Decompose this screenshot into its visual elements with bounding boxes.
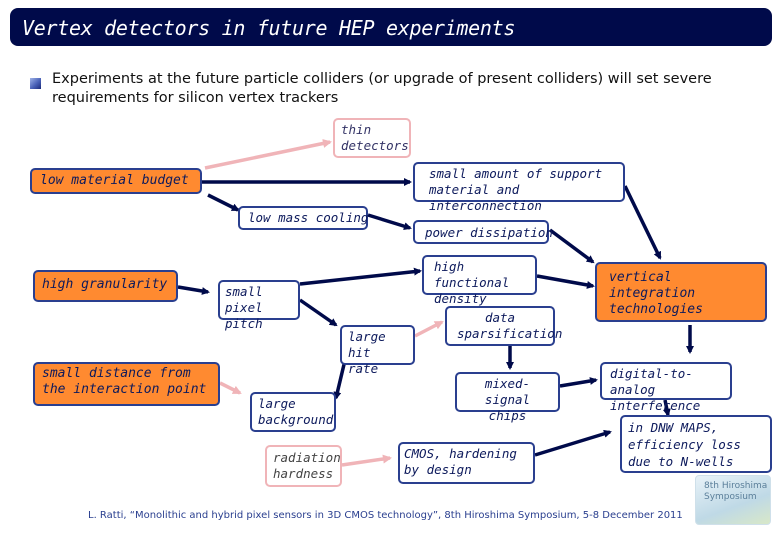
node-large-hit-rate-label: large hit rate	[348, 329, 386, 376]
footer-citation: L. Ratti, “Monolithic and hybrid pixel s…	[88, 510, 683, 521]
node-dnw-maps: in DNW MAPS, efficiency loss due to N-we…	[620, 415, 772, 473]
arrow-d2a-to-dnw	[662, 399, 671, 417]
arrow-lowmat-to-cooling	[207, 193, 240, 212]
node-data-sparsification: data sparsification	[445, 306, 562, 346]
node-mixed-signal-chips-label: mixed-signal chips	[484, 376, 531, 423]
arrow-functional-to-vertical	[536, 274, 595, 289]
symposium-logo: 8th Hiroshima Symposium	[695, 475, 771, 525]
node-mixed-signal-chips: mixed-signal chips	[455, 372, 560, 423]
node-small-amount-support-label: small amount of support material and int…	[429, 166, 603, 213]
node-radiation-hardness: radiation hardness	[265, 445, 342, 487]
arrow-support-to-vertical	[623, 185, 662, 260]
arrow-pixelpitch-to-hitrate	[299, 298, 338, 327]
node-small-pixel-pitch-label: small pixel pitch	[225, 284, 263, 331]
bullet-icon	[30, 78, 41, 89]
node-small-distance: small distance from the interaction poin…	[33, 362, 220, 406]
arrow-mixedsignal-to-d2a	[559, 377, 598, 388]
node-low-material-budget: low material budget	[30, 168, 202, 194]
node-small-distance-label: small distance from the interaction poin…	[42, 366, 207, 397]
arrow-lowmat-to-thin	[204, 139, 332, 170]
node-small-pixel-pitch: small pixel pitch	[218, 280, 300, 331]
slide-title: Vertex detectors in future HEP experimen…	[22, 16, 516, 40]
node-cmos-hardening: CMOS, hardening by design	[398, 442, 535, 484]
node-large-background: large background	[250, 392, 336, 432]
node-vertical-integration-label: vertical integration technologies	[609, 270, 703, 317]
node-low-material-budget-label: low material budget	[40, 173, 189, 188]
node-high-granularity-label: high granularity	[42, 277, 168, 292]
arrow-cooling-to-power	[367, 213, 412, 231]
arrow-granularity-to-pixelpitch	[177, 285, 210, 295]
node-high-functional-density: high functional density	[422, 255, 537, 306]
node-cmos-hardening-label: CMOS, hardening by design	[404, 446, 517, 477]
node-radiation-hardness-label: radiation hardness	[273, 450, 341, 481]
node-dnw-maps-label: in DNW MAPS, efficiency loss due to N-we…	[628, 420, 741, 469]
node-high-functional-density-label: high functional density	[434, 259, 510, 306]
node-low-mass-cooling-label: low mass cooling	[248, 210, 369, 225]
node-data-sparsification-label: data sparsification	[457, 310, 563, 341]
node-small-amount-support: small amount of support material and int…	[413, 162, 625, 213]
arrow-radiation-to-cmos	[341, 454, 392, 467]
node-large-hit-rate: large hit rate	[340, 325, 415, 376]
node-power-dissipation-label: power dissipation	[425, 225, 553, 240]
node-power-dissipation: power dissipation	[413, 220, 553, 244]
node-low-mass-cooling: low mass cooling	[238, 206, 368, 230]
node-thin-detectors: thin detectors	[333, 118, 411, 158]
node-high-granularity: high granularity	[33, 270, 178, 302]
node-digital-to-analog: digital-to-analog interference	[600, 362, 732, 413]
intro-text: Experiments at the future particle colli…	[52, 71, 712, 106]
node-digital-to-analog-label: digital-to-analog interference	[610, 366, 701, 413]
node-large-background-label: large background	[258, 396, 334, 427]
symposium-logo-label: 8th Hiroshima Symposium	[704, 481, 768, 502]
node-vertical-integration: vertical integration technologies	[595, 262, 767, 322]
arrow-hitrate-to-sparsification	[414, 320, 444, 338]
arrow-cmos-to-dnw	[534, 429, 612, 457]
arrow-smalldist-to-background	[219, 381, 242, 395]
node-thin-detectors-label: thin detectors	[341, 122, 409, 153]
arrow-power-to-vertical	[548, 228, 595, 264]
arrow-pixelpitch-to-functional	[299, 267, 422, 286]
title-bar: Vertex detectors in future HEP experimen…	[10, 8, 772, 46]
